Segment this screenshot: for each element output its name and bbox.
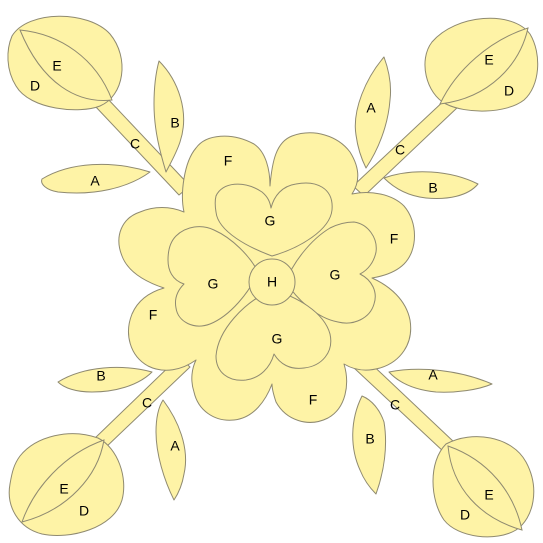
label-b-bottom-right: B [365, 431, 374, 447]
label-e-top-right: E [484, 52, 493, 68]
label-g-top: G [265, 213, 276, 229]
label-c-bottom-left: C [142, 395, 152, 411]
label-b-bottom-left: B [96, 368, 105, 384]
bud-top-left [8, 16, 122, 110]
label-f-right: F [390, 231, 399, 247]
label-f-bottom: F [309, 392, 318, 408]
label-c-top-right: C [395, 142, 405, 158]
label-e-bottom-left: E [59, 481, 68, 497]
label-d-top-right: D [504, 83, 514, 99]
label-e-top-left: E [52, 58, 61, 74]
label-a-top-left: A [90, 173, 100, 189]
label-c-bottom-right: C [390, 397, 400, 413]
label-c-top-left: C [130, 136, 140, 152]
label-a-bottom-left: A [170, 438, 180, 454]
label-g-right: G [330, 267, 341, 283]
bud-top-right [425, 18, 538, 111]
leaf-a-bottom-right [389, 369, 492, 392]
label-a-top-right: A [366, 100, 376, 116]
label-h-center: H [267, 274, 277, 290]
label-g-left: G [208, 276, 219, 292]
label-f-top: F [224, 153, 233, 169]
label-d-bottom-right: D [460, 507, 470, 523]
label-b-top-right: B [428, 180, 437, 196]
label-b-top-left: B [170, 115, 179, 131]
label-e-bottom-right: E [484, 487, 493, 503]
label-d-top-left: D [30, 78, 40, 94]
label-f-left: F [149, 307, 158, 323]
label-a-bottom-right: A [428, 367, 438, 383]
label-d-bottom-left: D [79, 503, 89, 519]
label-g-bottom: G [272, 331, 283, 347]
